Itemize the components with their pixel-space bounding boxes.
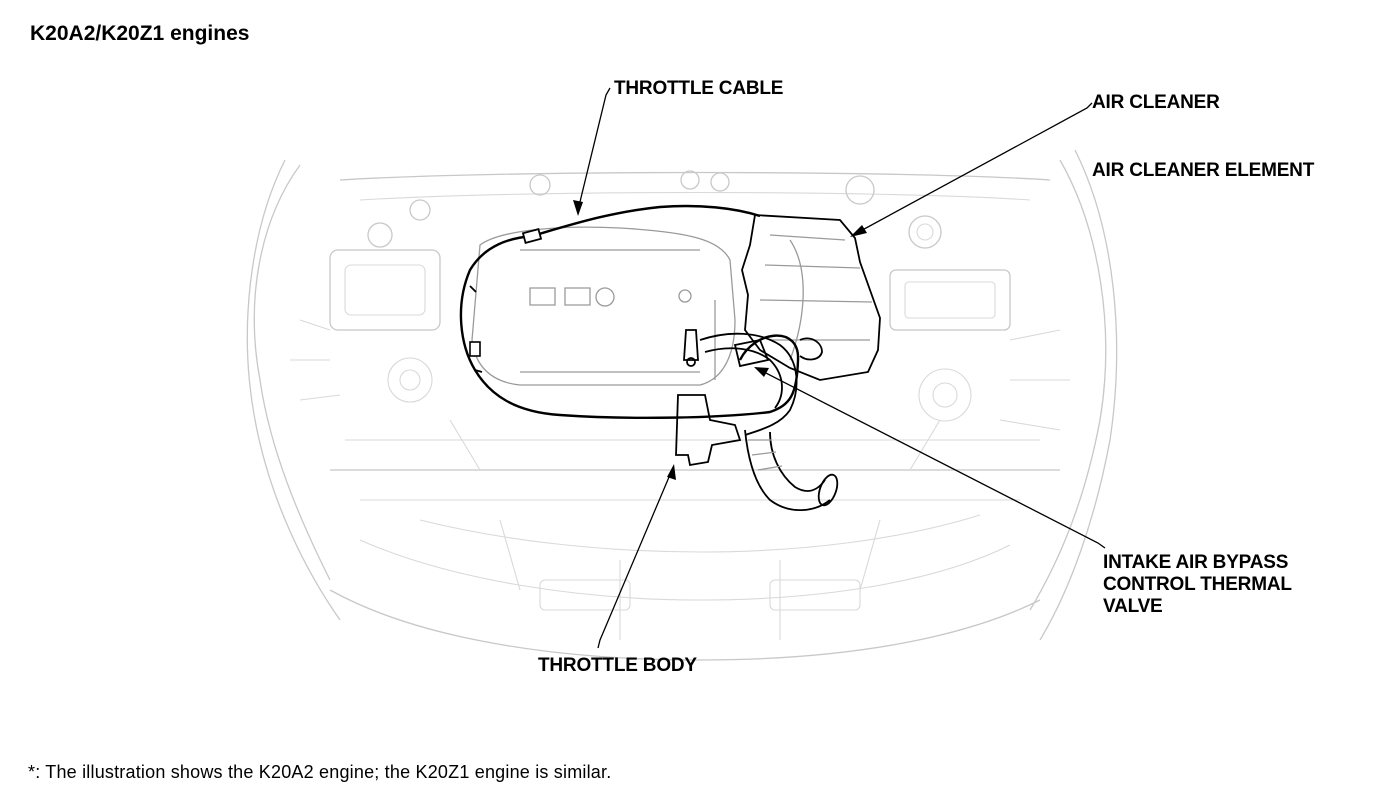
label-intake-air-bypass-line2: CONTROL THERMAL bbox=[1103, 574, 1292, 595]
diagram-title: K20A2/K20Z1 engines bbox=[30, 22, 250, 45]
intake-duct bbox=[675, 329, 839, 512]
label-air-cleaner-element: AIR CLEANER ELEMENT bbox=[1092, 160, 1315, 181]
throttle-cable bbox=[459, 204, 800, 420]
label-air-cleaner: AIR CLEANER bbox=[1092, 92, 1220, 113]
label-intake-air-bypass-line3: VALVE bbox=[1103, 596, 1163, 617]
footnote: *: The illustration shows the K20A2 engi… bbox=[28, 762, 612, 782]
label-intake-air-bypass-line1: INTAKE AIR BYPASS bbox=[1103, 552, 1289, 573]
leader-lines bbox=[573, 87, 1106, 649]
engine-bay-background bbox=[246, 149, 1118, 661]
label-throttle-cable: THROTTLE CABLE bbox=[614, 78, 784, 99]
label-throttle-body: THROTTLE BODY bbox=[538, 655, 697, 676]
